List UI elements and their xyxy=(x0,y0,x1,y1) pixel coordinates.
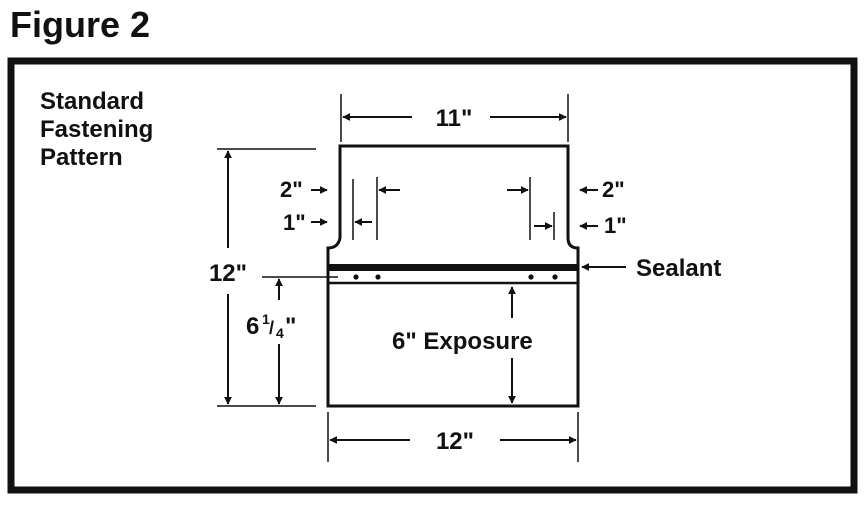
top-width-label: 11" xyxy=(436,105,473,132)
fraction-slash: / xyxy=(269,318,274,338)
diagram-title-line-1: Standard xyxy=(40,88,144,115)
right-outer-offset-label: 2" xyxy=(602,177,625,202)
shingle-outline xyxy=(326,144,580,408)
lower-height-label: 6 1 / 4 " xyxy=(246,311,296,342)
sealant-label: Sealant xyxy=(636,255,721,282)
nail-dot xyxy=(353,274,359,280)
lower-height-inch-mark: " xyxy=(285,313,296,340)
diagram-title: Standard Fastening Pattern xyxy=(40,88,160,171)
left-inner-offset-label: 1" xyxy=(283,210,306,235)
total-height-label: 12" xyxy=(209,260,247,287)
nail-dot xyxy=(552,274,558,280)
bottom-width-label: 12" xyxy=(436,428,474,455)
exposure-label: 6" Exposure xyxy=(392,328,533,355)
diagram-title-line-3: Pattern xyxy=(40,144,123,171)
nail-dot xyxy=(528,274,534,280)
nail-dot xyxy=(375,274,381,280)
lower-height-fraction-den: 4 xyxy=(276,325,284,341)
right-inner-offset-label: 1" xyxy=(604,213,627,238)
lower-height-fraction-num: 1 xyxy=(262,311,270,327)
diagram-title-line-2: Fastening xyxy=(40,116,153,143)
figure-title: Figure 2 xyxy=(10,4,150,45)
lower-height-whole: 6 xyxy=(246,313,259,340)
left-outer-offset-label: 2" xyxy=(280,177,303,202)
sealant-strip xyxy=(328,264,578,271)
diagram-frame xyxy=(7,57,858,494)
